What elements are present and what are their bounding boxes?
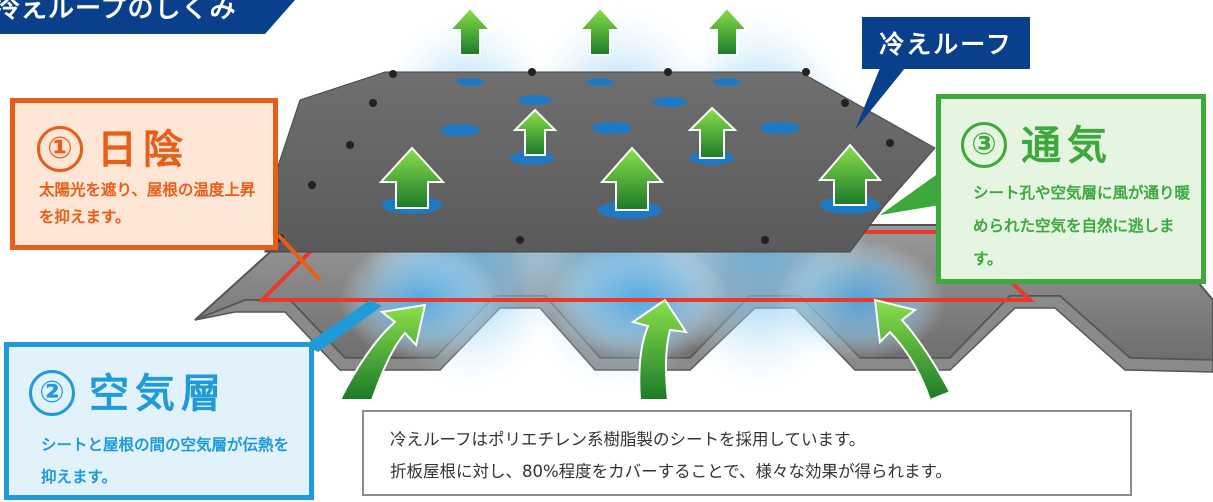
description-box: 冷えルーフはポリエチレン系樹脂製のシートを採用しています。 折板屋根に対し、80…	[362, 410, 1132, 496]
shade-title-text: 日陰	[97, 127, 189, 173]
ventilation-title: ③ 通気	[961, 113, 1113, 171]
bolt-icon	[276, 68, 894, 244]
air-layer-title: ② 空気層	[29, 361, 227, 419]
ventilation-number: ③	[961, 122, 1007, 168]
ventilation-title-text: 通気	[1021, 123, 1113, 169]
shade-body: 太陽光を遮り、屋根の温度上昇を抑えます。	[39, 181, 256, 226]
air-layer-body: シートと屋根の間の空気層が伝熱を抑えます。	[41, 436, 290, 486]
description-line-1: 冷えルーフはポリエチレン系樹脂製のシートを採用しています。	[390, 430, 866, 449]
shade-leader	[276, 233, 322, 282]
shade-number: ①	[37, 126, 83, 172]
description-line-2: 折板屋根に対し、80%程度をカバーすることで、様々な効果が得られます。	[390, 462, 952, 481]
corner-banner: 冷えループのしくみ	[0, 0, 295, 34]
ventilation-box: ③ 通気 シート孔や空気層に風が通り暖められた空気を自然に逃します。	[936, 94, 1206, 284]
shade-title: ① 日陰	[37, 117, 189, 175]
product-tag: 冷えルーフ	[862, 17, 1030, 69]
shade-box: ① 日陰 太陽光を遮り、屋根の温度上昇を抑えます。	[10, 98, 278, 250]
air-layer-title-text: 空気層	[89, 371, 227, 417]
air-layer-box: ② 空気層 シートと屋根の間の空気層が伝熱を抑えます。	[4, 342, 314, 500]
vent-leader	[880, 175, 940, 215]
curved-arrow-icon	[338, 298, 952, 402]
up-arrow-icon	[378, 6, 883, 211]
tag-leader	[855, 68, 905, 130]
ventilation-body: シート孔や空気層に風が通り暖められた空気を自然に逃します。	[973, 184, 1191, 268]
air-leader	[305, 300, 382, 352]
corner-banner-text: 冷えループのしくみ	[0, 0, 237, 24]
air-layer-number: ②	[29, 370, 75, 416]
